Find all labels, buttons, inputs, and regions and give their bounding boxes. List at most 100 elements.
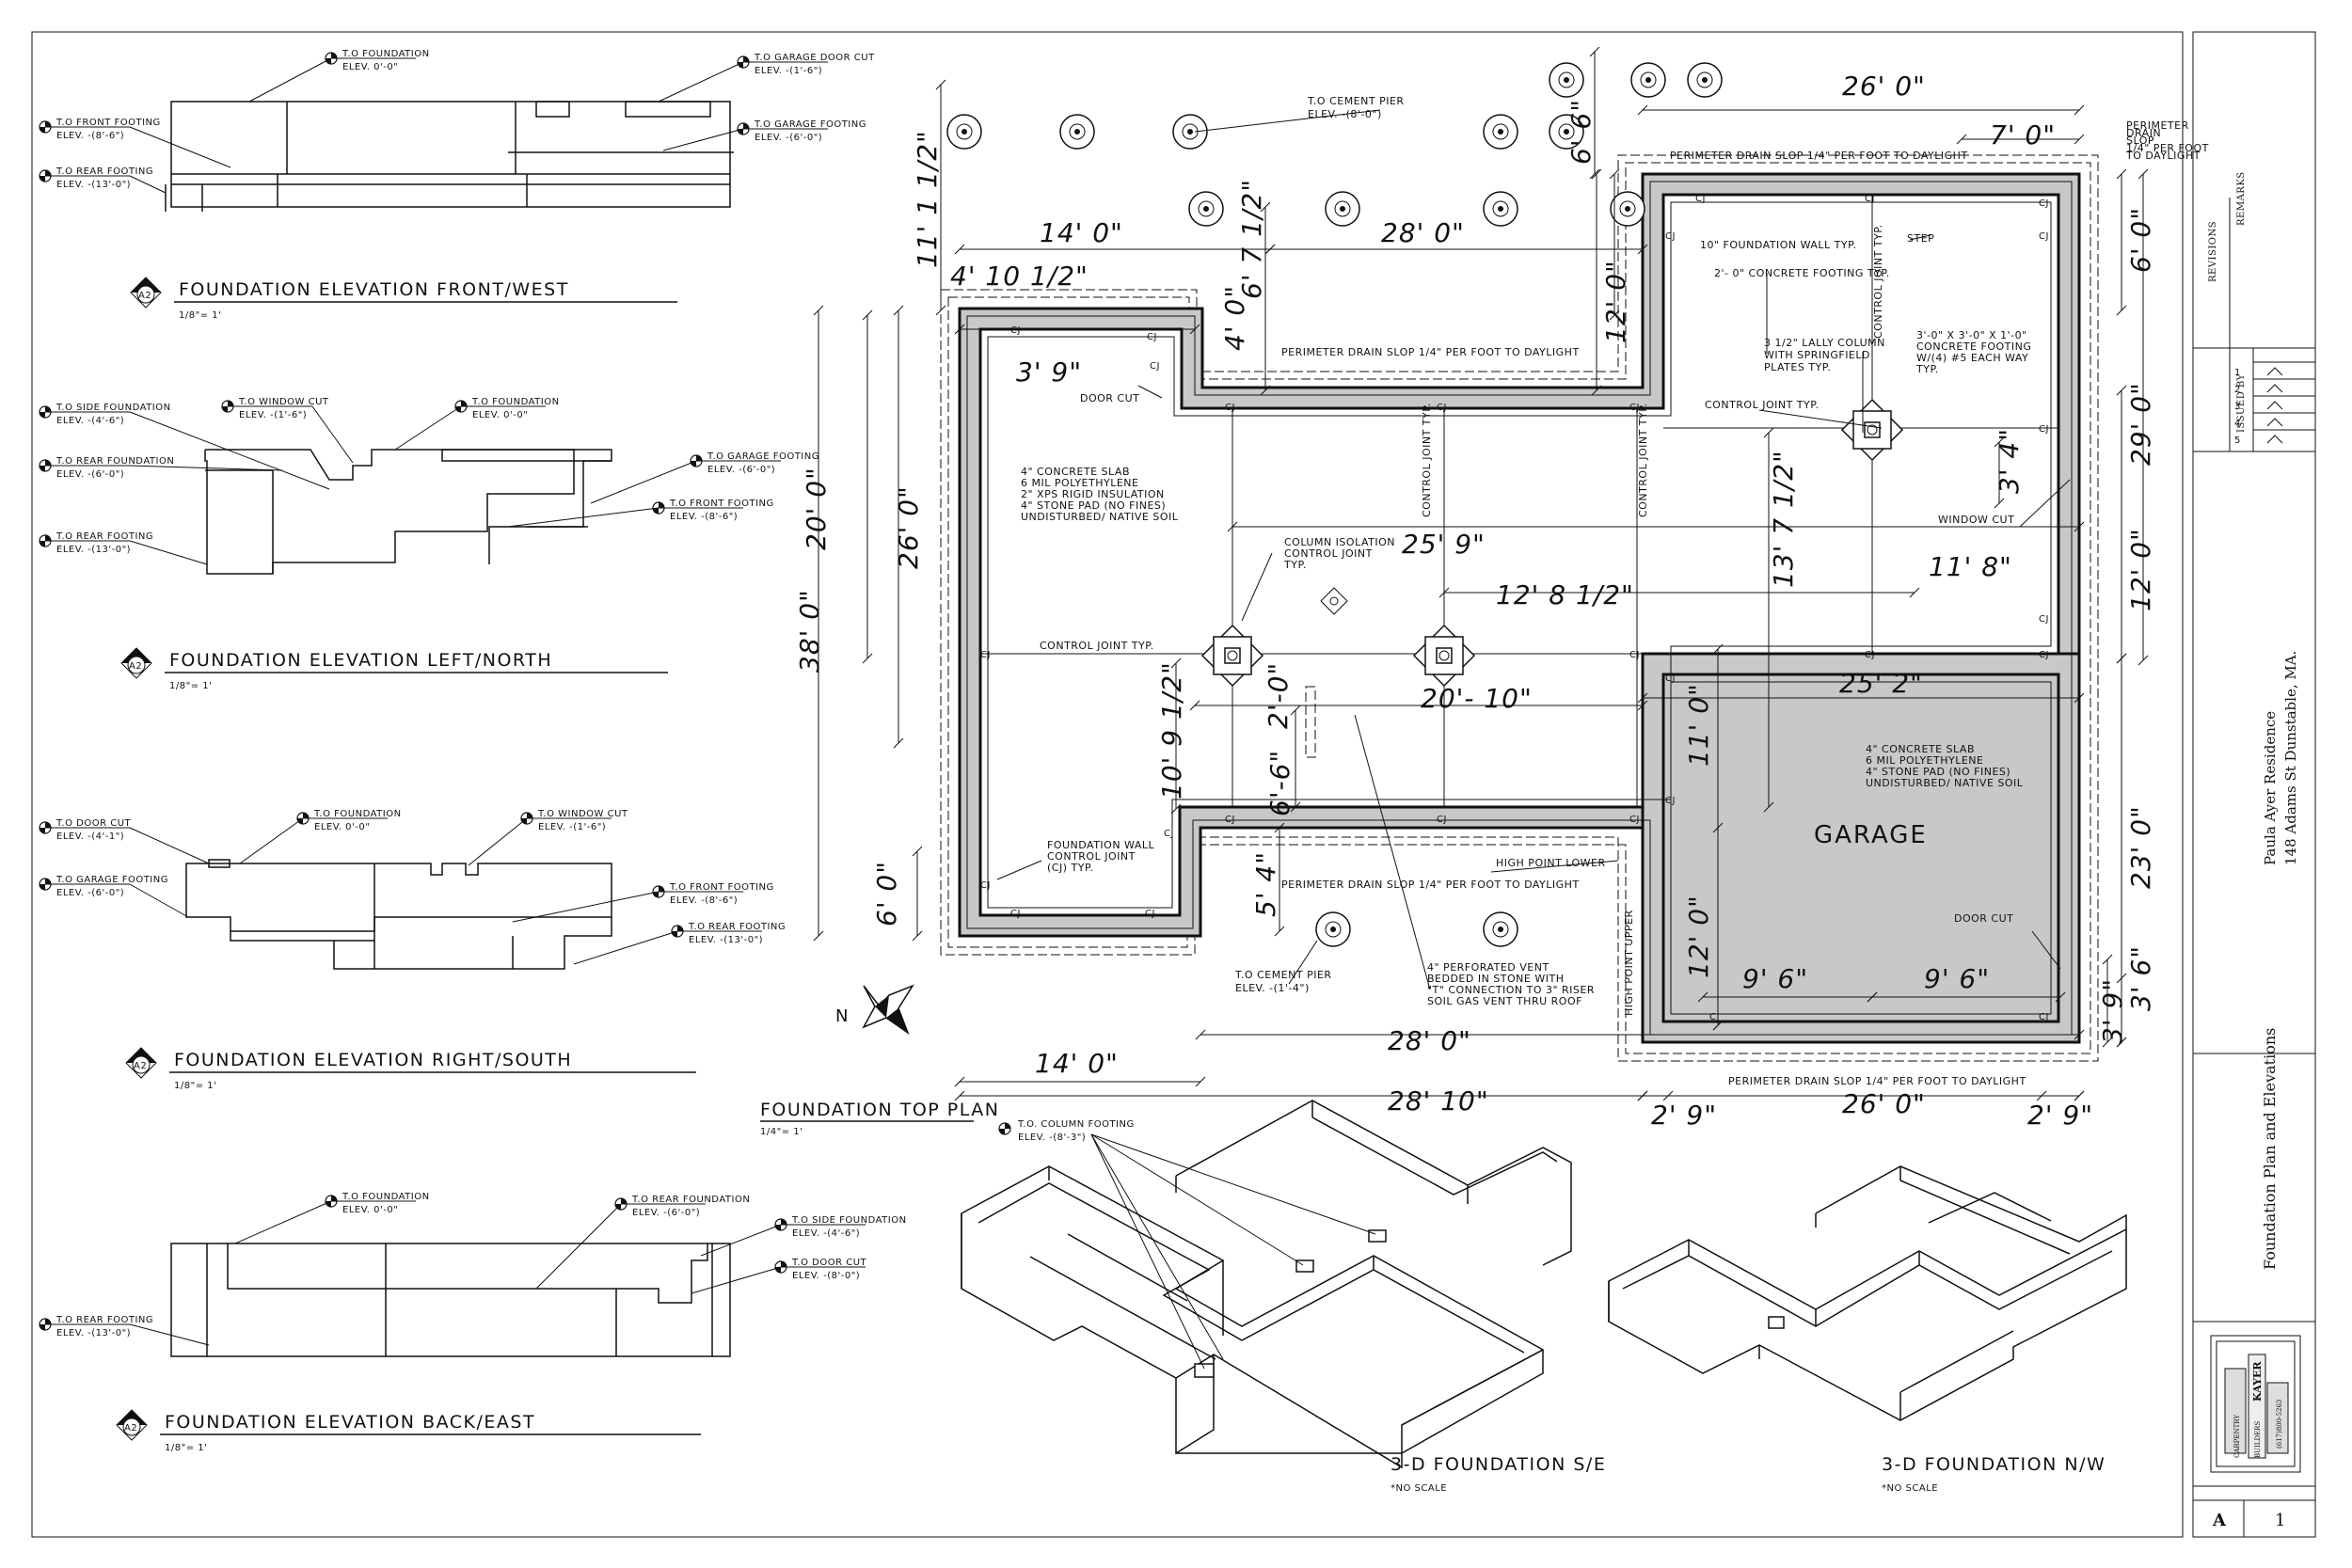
note-perimeter_drain_side: PERIMETER <box>2126 119 2189 132</box>
project-name: Paula Ayer Residence <box>2262 711 2279 865</box>
note-slab_garage: 4" CONCRETE SLAB <box>1866 743 1975 755</box>
note-slab_garage: 4" STONE PAD (NO FINES) <box>1866 766 2010 778</box>
dimension-d_25_2: 25' 2" <box>1839 668 1923 699</box>
callout-label: T.O FOUNDATION <box>342 49 430 59</box>
elevation-title-text: FOUNDATION ELEVATION LEFT/NORTH <box>169 650 552 671</box>
dimension-d_3_9: 3' 9" <box>1016 356 1082 388</box>
title-block-border <box>2192 31 2316 1538</box>
note-column_iso: TYP. <box>1283 559 1307 571</box>
logo-line2: CARPENTRY <box>2233 1415 2241 1458</box>
control-joint-marker: CJ <box>2039 198 2049 209</box>
note-door_cut: DOOR CUT <box>1080 392 1139 404</box>
dimension-d_10_9: 10' 9 1/2" <box>1156 661 1187 800</box>
cement-pier <box>1483 191 1518 227</box>
note-drain_low: PERIMETER DRAIN SLOP 1/4" PER FOOT TO DA… <box>1281 879 1580 891</box>
cement-pier <box>1483 911 1518 947</box>
control-joint-marker: CJ <box>2039 614 2049 625</box>
foundation-top-plan: N GARAGE 26' 0"7' 0"6' 6"14' 0"28' 0"4' … <box>760 46 2209 1137</box>
control-joint-marker: CJ <box>1629 403 1640 413</box>
callout-label: T.O FRONT FOOTING <box>669 499 774 509</box>
callout-label: T.O REAR FOOTING <box>56 1315 153 1325</box>
dimension-d_26_v: 26' 0" <box>893 485 924 569</box>
lally-column-1 <box>1200 624 1264 688</box>
callout-label: T.O DOOR CUT <box>56 818 132 829</box>
dimension-d_3_9b: 3' 9" <box>2097 978 2128 1044</box>
note-pad: 3'-0" X 3'-0" X 1'-0" <box>1916 329 2027 341</box>
callout-elevation: ELEV. -(6'-0") <box>755 133 822 143</box>
control-joint-marker: CJ <box>2039 650 2049 660</box>
callout-elevation: ELEV. -(1'-6") <box>239 410 307 420</box>
cement-pier <box>1549 62 1584 98</box>
note-slab_main: 4" STONE PAD (NO FINES) <box>1021 499 1166 512</box>
elevation-tag: A2 <box>138 291 151 301</box>
note-perimeter_drain_side: 1/4" PER FOOT <box>2126 142 2209 154</box>
callout-label: T.O FOUNDATION <box>313 809 402 819</box>
dimension-d_2_0: 2'-0" <box>1263 662 1294 729</box>
soil-gas-vent <box>1305 686 1316 758</box>
lally-column-2 <box>1412 624 1476 688</box>
logo-phone: (617)800-5263 <box>2276 1400 2283 1449</box>
control-joint-marker: CJ <box>1665 796 1676 806</box>
note-slab_main: 6 MIL POLYETHYLENE <box>1021 477 1138 489</box>
callout-elevation: ELEV. -(8'-6") <box>670 895 738 906</box>
control-joint-marker: CJ <box>2039 1012 2049 1022</box>
note-slab_main: 4" CONCRETE SLAB <box>1021 466 1130 478</box>
callout-elevation: ELEV. 0'-0" <box>472 410 528 420</box>
dimension-d_6_r: 6' 0" <box>2125 207 2156 273</box>
revision-number: 1 <box>2234 368 2241 378</box>
note-perimeter_drain_side: TO DAYLIGHT <box>2125 150 2201 162</box>
project-address: 148 Adams St Dunstable, MA. <box>2282 651 2299 865</box>
control-joint-marker: CJ <box>1164 829 1174 839</box>
issued-label: ISSUED BY <box>2236 373 2247 433</box>
lally-column-3 <box>1840 398 1904 462</box>
note-control_joint_l: CONTROL JOINT TYP. <box>1040 640 1154 652</box>
callout-label: T.O REAR FOOTING <box>56 531 153 542</box>
elevation-title-text: FOUNDATION ELEVATION RIGHT/SOUTH <box>174 1050 572 1070</box>
note-perimeter_drain_side: DRAIN <box>2126 127 2161 139</box>
cement-pier <box>1172 114 1208 150</box>
note-high_point_lower: HIGH POINT LOWER <box>1496 857 1606 869</box>
dimension-d_26_top: 26' 0" <box>1842 71 1926 102</box>
control-joint-marker: CJ <box>1695 194 1706 204</box>
dimension-d_20_10: 20'- 10" <box>1421 683 1533 714</box>
sheet-letter: A <box>2212 1511 2227 1530</box>
note-window_cut: WINDOW CUT <box>1938 514 2014 526</box>
cement-pier <box>1325 191 1360 227</box>
callout-label: T.O WINDOW CUT <box>537 809 628 819</box>
callout-label: T.O REAR FOUNDATION <box>631 1195 750 1205</box>
note-control_joint_r: CONTROL JOINT TYP. <box>1705 399 1820 411</box>
note-vent: BEDDED IN STONE WITH <box>1427 973 1564 985</box>
dimension-d_25_9: 25' 9" <box>1402 529 1486 560</box>
elevation-callout: T.O FRONT FOOTING ELEV. -(8'-6") <box>507 499 774 528</box>
callout-elevation: ELEV. -(4'-6") <box>792 1228 860 1239</box>
elevation-scale: 1/8"= 1' <box>179 310 221 321</box>
iso-foundation-nw: 3-D FOUNDATION N/W *NO SCALE <box>1608 1165 2127 1494</box>
cement-pier <box>1483 114 1518 150</box>
dimension-d_14_bot: 14' 0" <box>1035 1048 1119 1079</box>
north-label: N <box>835 1006 848 1026</box>
callout-label: T.O REAR FOUNDATION <box>56 456 174 467</box>
callout-elevation: ELEV. 0'-0" <box>342 1205 398 1215</box>
callout-label: T.O FRONT FOOTING <box>56 118 161 128</box>
revisions-label: REVISIONS <box>2208 221 2218 282</box>
control-joint-marker: CJ <box>1150 361 1160 372</box>
note-lally: PLATES TYP. <box>1764 361 1831 373</box>
control-joint-marker: CJ <box>1437 815 1447 825</box>
dimension-d_2_9a: 2' 9" <box>1651 1100 1717 1131</box>
callout-elevation: ELEV. -(8'-6") <box>670 512 738 522</box>
elevation-front-west <box>165 101 734 212</box>
note-control-joint-vertical-2: CONTROL JOINT TYP. <box>1637 403 1649 517</box>
control-joint-marker: CJ <box>1010 909 1021 919</box>
cement-pier <box>1315 911 1351 947</box>
